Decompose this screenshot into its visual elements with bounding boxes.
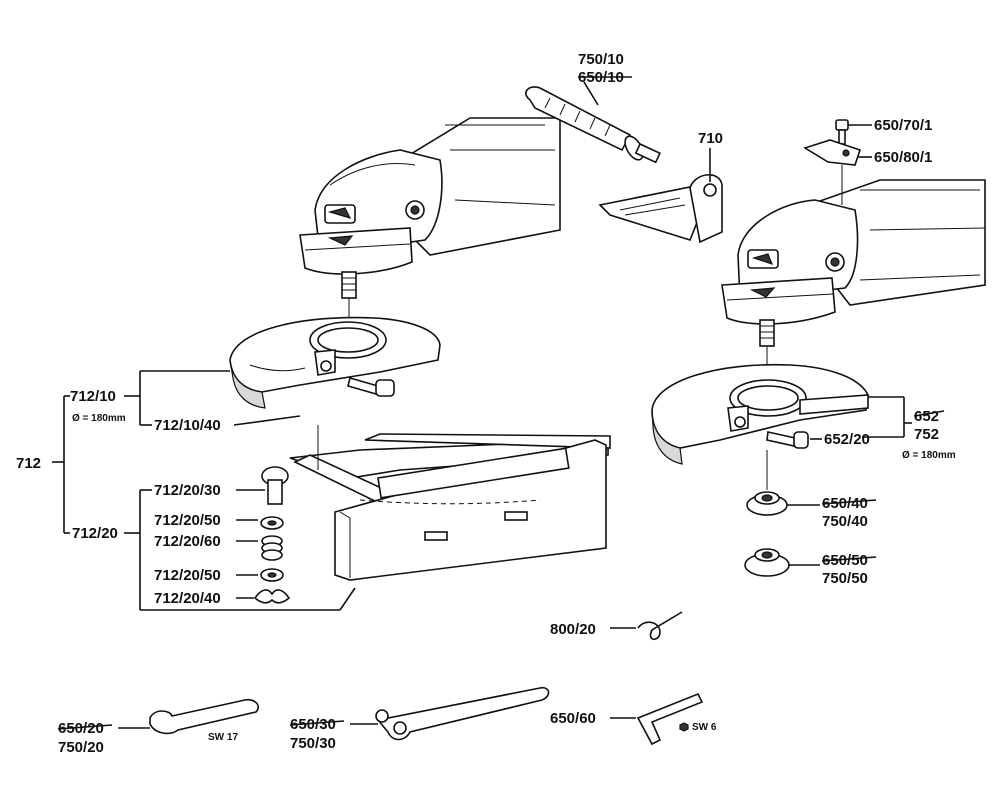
strike-guard-652	[913, 410, 945, 417]
washer-712-20-50-b	[260, 568, 284, 582]
label-screw-652-20: 652/20	[824, 431, 870, 448]
spring-712-20-60	[261, 535, 283, 561]
strike-wrench-650-20	[57, 724, 113, 730]
label-screw-650-70-1: 650/70/1	[874, 117, 932, 134]
label-clip-800-20: 800/20	[550, 621, 596, 638]
label-washer-712-20-50-a: 712/20/50	[154, 512, 221, 529]
clip-800-20	[610, 611, 683, 641]
washer-712-20-50-a	[260, 516, 284, 530]
label-guard-752: 752	[914, 426, 939, 443]
screw-652-20	[766, 431, 809, 449]
label-bolt-712-20-30: 712/20/30	[154, 482, 221, 499]
strike-nut-650-50	[821, 556, 877, 562]
label-clamp-650-80-1: 650/80/1	[874, 149, 932, 166]
label-hexkey-sw6: SW 6	[692, 722, 717, 733]
nut-750-50	[744, 548, 820, 577]
bolt-712-20-30	[261, 466, 289, 505]
flange-750-40	[746, 491, 820, 516]
right-grinder-head	[721, 179, 986, 347]
label-diameter-left: Ø = 180mm	[72, 413, 126, 424]
label-flange-750-40: 750/40	[822, 513, 868, 530]
screw-650-70-1	[835, 119, 849, 145]
wrench-750-20	[118, 698, 260, 735]
wingnut-712-20-40	[253, 589, 291, 604]
label-nut-650-50: 650/50	[822, 552, 868, 569]
left-wheel-guard	[229, 316, 441, 409]
label-spring-712-20-60: 712/20/60	[154, 533, 221, 550]
bracket-710	[598, 148, 723, 244]
side-handle-750-10	[525, 81, 662, 164]
left-grinder-head	[299, 117, 561, 299]
label-wrench-sw17: SW 17	[208, 732, 238, 743]
label-flange-650-40: 650/40	[822, 495, 868, 512]
label-wrench-750-20: 750/20	[58, 739, 104, 756]
label-nut-750-50: 750/50	[822, 570, 868, 587]
left-bracket-lines	[52, 370, 356, 611]
label-diameter-right: Ø = 180mm	[902, 450, 956, 461]
spanner-750-30	[350, 686, 550, 741]
label-guard-712-10: 712/10	[70, 388, 116, 405]
label-spanner-750-30: 750/30	[290, 735, 336, 752]
label-wingnut-712-20-40: 712/20/40	[154, 590, 221, 607]
label-guide-712-20: 712/20	[72, 525, 118, 542]
label-handle-750-10: 750/10	[578, 51, 624, 68]
slide-guide-712-20	[289, 433, 611, 581]
strike-flange-650-40	[821, 499, 877, 505]
clamp-650-80-1	[803, 139, 862, 166]
screw-712-10-40	[347, 377, 395, 397]
label-screw-712-10-40: 712/10/40	[154, 417, 221, 434]
label-assembly-712: 712	[16, 455, 41, 472]
label-washer-712-20-50-b: 712/20/50	[154, 567, 221, 584]
label-hexkey-650-60: 650/60	[550, 710, 596, 727]
right-bracket-lines	[810, 396, 912, 440]
strike-spanner-650-30	[289, 720, 345, 726]
label-part-710: 710	[698, 130, 723, 147]
right-wheel-guard	[651, 363, 869, 465]
hexkey-650-60	[610, 692, 704, 746]
label-wrench-650-20: 650/20	[58, 720, 104, 737]
label-spanner-650-30: 650/30	[290, 716, 336, 733]
label-guard-652: 652	[914, 408, 939, 425]
